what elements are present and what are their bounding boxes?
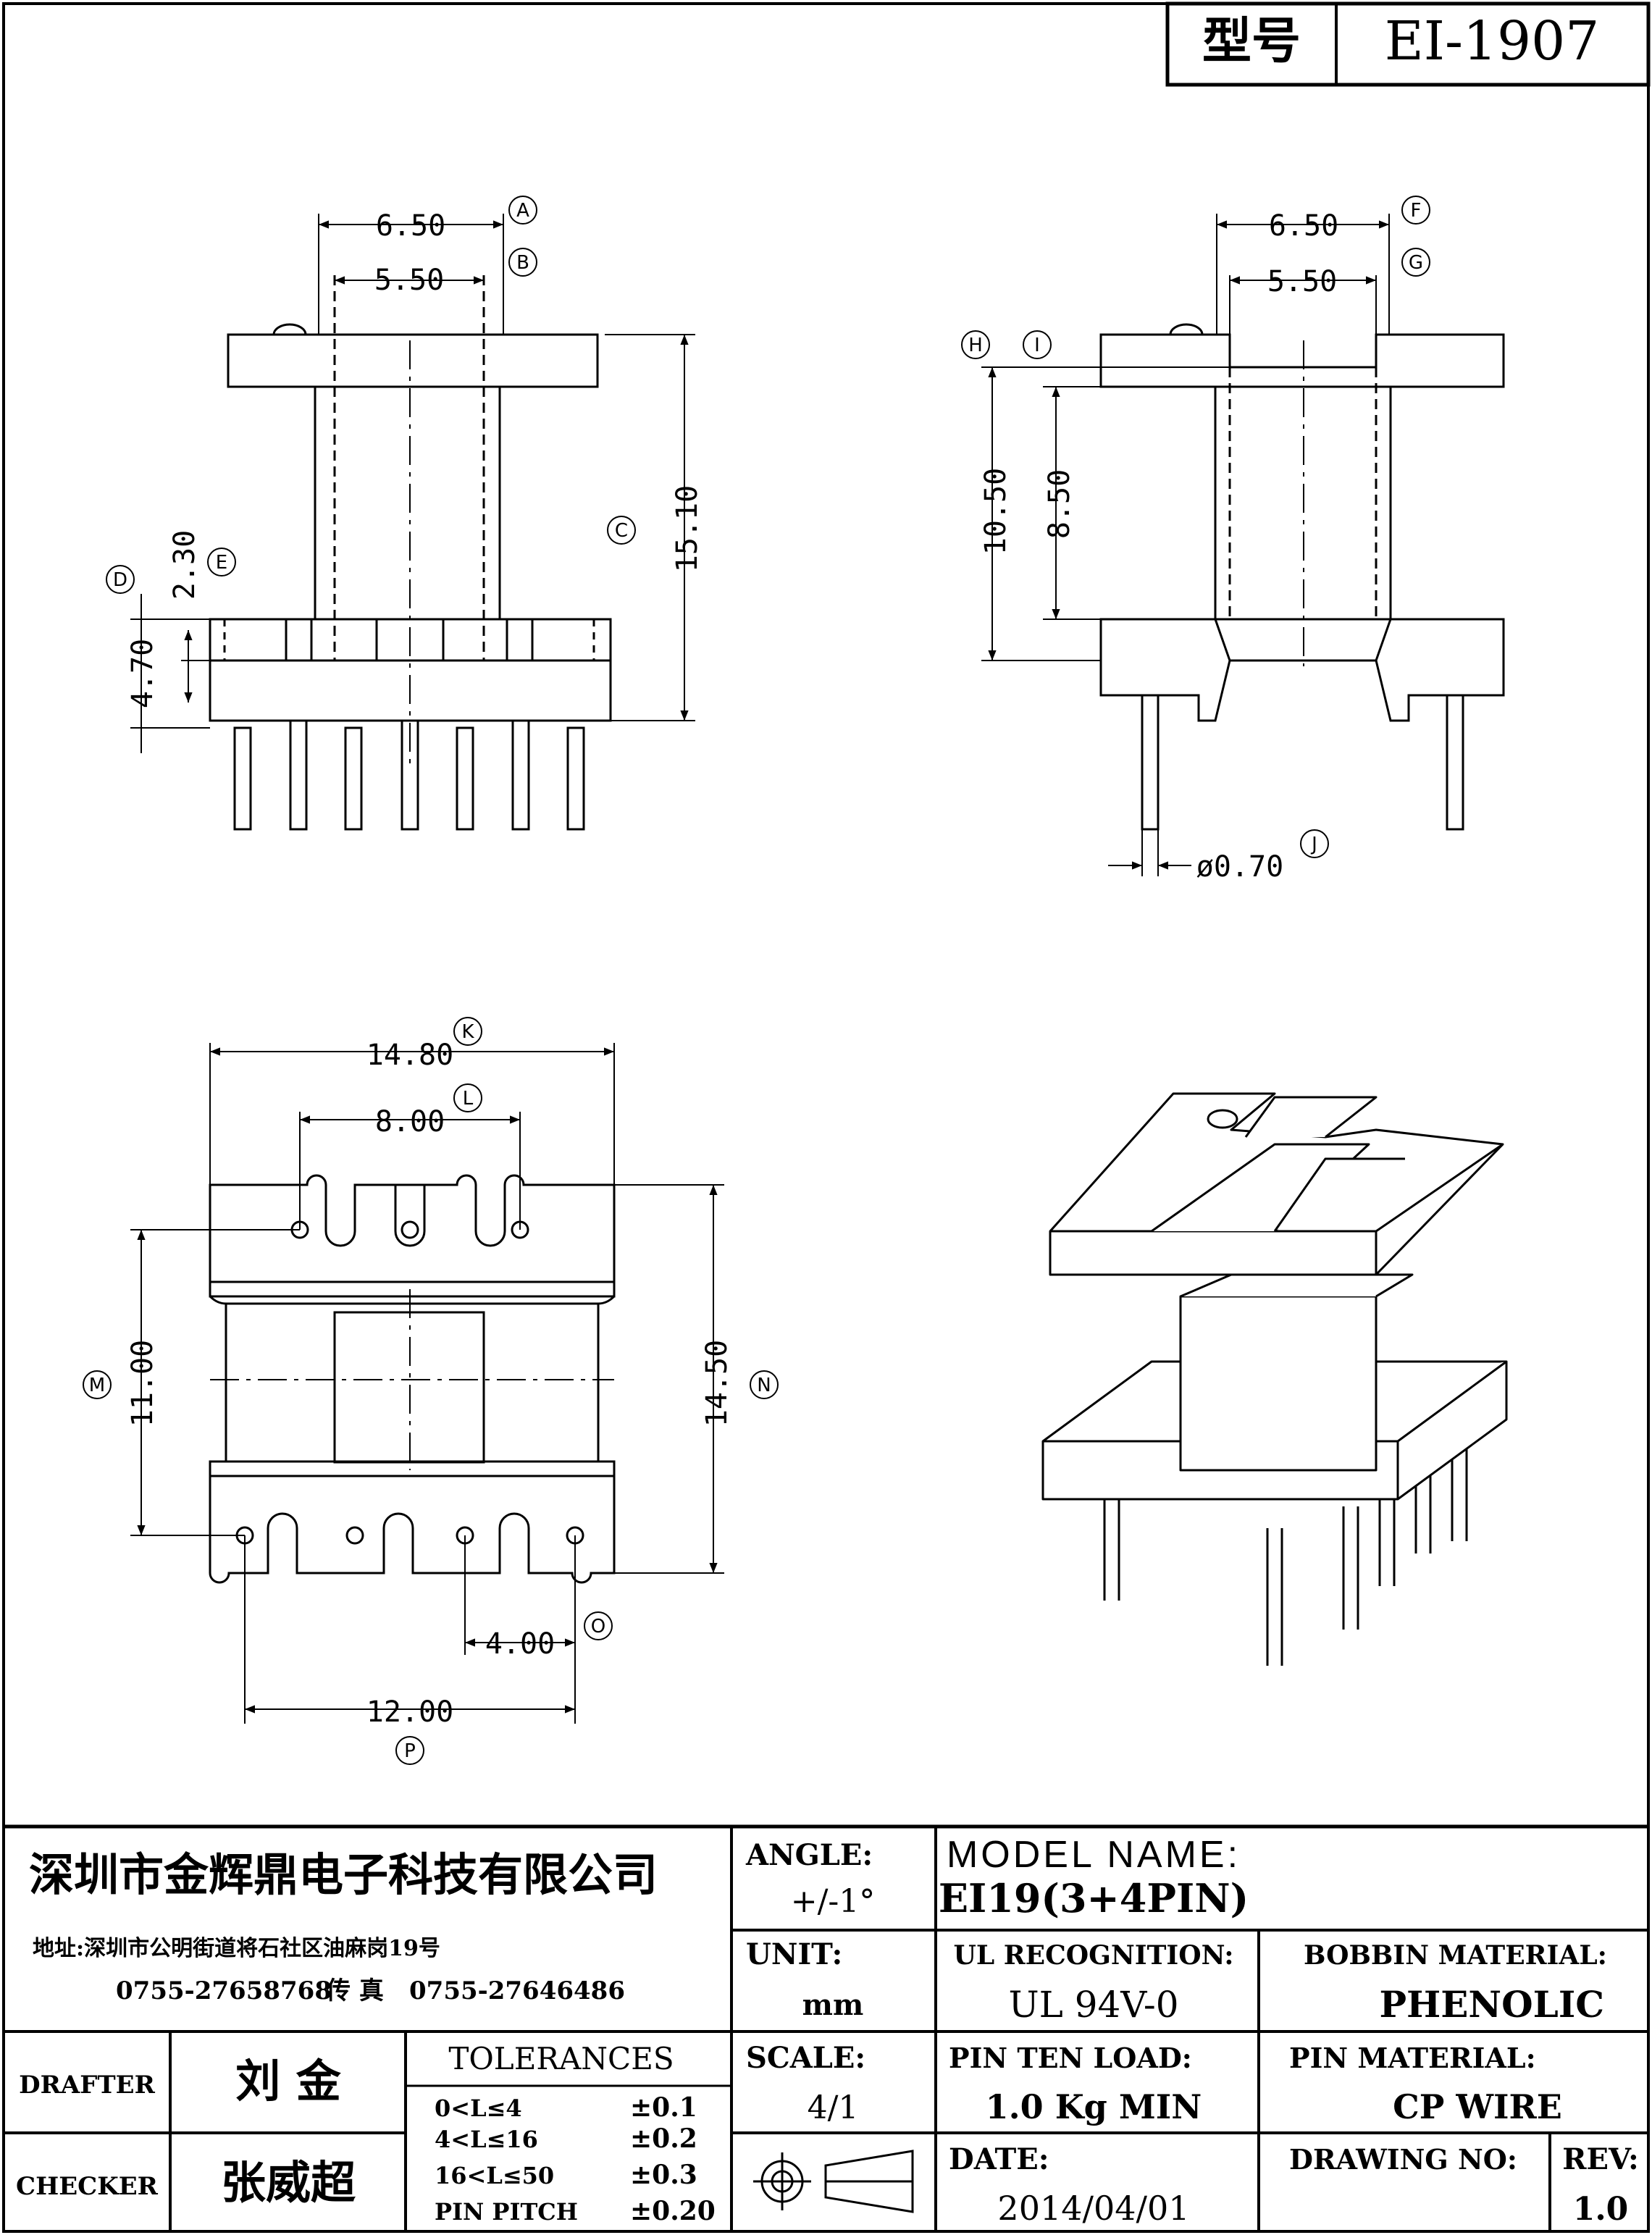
- bottom-view: [130, 1043, 724, 1724]
- unit-label: UNIT:: [746, 1937, 842, 1971]
- tol-value-3: ±0.20: [630, 2196, 716, 2226]
- dim-n-value: 14.50: [700, 1340, 734, 1427]
- date-value: 2014/04/01: [997, 2189, 1189, 2228]
- bobbin-label: BOBBIN MATERIAL:: [1304, 1940, 1607, 1971]
- dim-m-value: 11.00: [126, 1340, 159, 1427]
- title-block-text: 深圳市金辉鼎电子科技有限公司 地址:深圳市公明街道将石社区油麻岗19号 0755…: [16, 1834, 1639, 2228]
- dim-o-value: 4.00: [485, 1627, 555, 1661]
- dim-m-letter: M: [89, 1375, 105, 1396]
- rev-value: 1.0: [1573, 2191, 1629, 2228]
- dim-c-value: 15.10: [671, 485, 704, 572]
- model-name-value: EI19(3+4PIN): [939, 1875, 1249, 1921]
- dim-n-letter: N: [757, 1375, 771, 1396]
- ul-label: UL RECOGNITION:: [954, 1940, 1234, 1971]
- dim-b-value: 5.50: [374, 264, 444, 297]
- side-view: [981, 214, 1505, 876]
- dim-p-value: 12.00: [366, 1695, 453, 1729]
- dim-c-letter: C: [615, 520, 628, 542]
- dim-k-value: 14.80: [366, 1039, 453, 1072]
- drafter-label: DRAFTER: [19, 2071, 155, 2100]
- front-view-dims: 6.50 A 5.50 B 15.10 C 4.70 D 2.30 E: [106, 196, 704, 708]
- dim-k-letter: K: [461, 1021, 474, 1043]
- dim-b-letter: B: [516, 252, 529, 274]
- company-phone: 0755-27658768: [116, 1976, 332, 2005]
- dim-e-value: 2.30: [168, 530, 201, 600]
- company-fax: 0755-27646486: [409, 1976, 625, 2005]
- front-view: [130, 214, 695, 831]
- dim-a-value: 6.50: [376, 209, 445, 243]
- dim-f-value: 6.50: [1269, 209, 1338, 243]
- dim-j-letter: J: [1310, 834, 1317, 855]
- checker-value: 张威超: [221, 2156, 356, 2209]
- fax-label: 传 真: [325, 1976, 384, 2005]
- dim-l-letter: L: [463, 1088, 474, 1110]
- tolerances-label: TOLERANCES: [448, 2041, 674, 2076]
- date-label: DATE:: [949, 2142, 1049, 2176]
- model-label: 型号: [1202, 12, 1301, 70]
- dim-l-value: 8.00: [375, 1105, 445, 1139]
- tol-value-0: ±0.1: [630, 2092, 697, 2123]
- bobbin-value: PHENOLIC: [1379, 1983, 1604, 2026]
- angle-value: +/-1°: [791, 1883, 876, 1920]
- dim-f-letter: F: [1411, 200, 1422, 222]
- dim-p-letter: P: [404, 1740, 416, 1762]
- tol-value-1: ±0.2: [630, 2123, 697, 2154]
- dim-h-value: 10.50: [979, 468, 1012, 555]
- company-name: 深圳市金辉鼎电子科技有限公司: [29, 1848, 658, 1901]
- dim-j-value: ø0.70: [1196, 850, 1283, 884]
- rev-label: REV:: [1562, 2142, 1639, 2176]
- bottom-view-dims: 14.80 K 8.00 L 11.00 M 14.50 N 4.00 O 12…: [83, 1017, 779, 1765]
- tol-range-2: 16<L≤50: [435, 2162, 554, 2189]
- dim-i-letter: I: [1034, 335, 1040, 356]
- scale-label: SCALE:: [746, 2041, 865, 2075]
- pin-material-label: PIN MATERIAL:: [1289, 2042, 1536, 2074]
- dim-g-letter: G: [1409, 252, 1423, 274]
- pin-load-value: 1.0 Kg MIN: [986, 2087, 1202, 2126]
- angle-label: ANGLE:: [745, 1838, 873, 1872]
- dim-d-letter: D: [113, 569, 127, 591]
- company-address: 地址:深圳市公明街道将石社区油麻岗19号: [33, 1936, 440, 1961]
- scale-value: 4/1: [808, 2089, 859, 2126]
- isometric-view: [1041, 1092, 1508, 1666]
- dim-g-value: 5.50: [1267, 265, 1337, 298]
- model-value: EI-1907: [1385, 10, 1600, 72]
- tol-range-0: 0<L≤4: [435, 2094, 522, 2122]
- dim-e-letter: E: [216, 552, 227, 574]
- dim-i-value: 8.50: [1043, 469, 1076, 539]
- pin-load-label: PIN TEN LOAD:: [949, 2042, 1192, 2074]
- tol-range-3: PIN PITCH: [435, 2198, 578, 2226]
- dim-d-value: 4.70: [126, 639, 159, 708]
- checker-label: CHECKER: [16, 2172, 159, 2201]
- dim-o-letter: O: [591, 1616, 605, 1638]
- pin-material-value: CP WIRE: [1393, 2087, 1562, 2126]
- drafter-value: 刘 金: [235, 2055, 342, 2108]
- model-header: 型号 EI-1907: [1165, 1, 1651, 87]
- ul-value: UL 94V-0: [1008, 1984, 1178, 2026]
- model-name-label: MODEL NAME:: [947, 1834, 1241, 1876]
- tol-value-2: ±0.3: [630, 2160, 697, 2190]
- dim-h-letter: H: [968, 335, 983, 356]
- unit-value: mm: [802, 1988, 864, 2022]
- dim-a-letter: A: [516, 200, 529, 222]
- side-view-dims: 6.50 F 5.50 G 10.50 H 8.50 I ø0.70 J: [961, 196, 1430, 884]
- drawing-no-label: DRAWING NO:: [1289, 2143, 1517, 2176]
- title-block-lines: [4, 1824, 1648, 2231]
- tol-range-1: 4<L≤16: [435, 2126, 538, 2153]
